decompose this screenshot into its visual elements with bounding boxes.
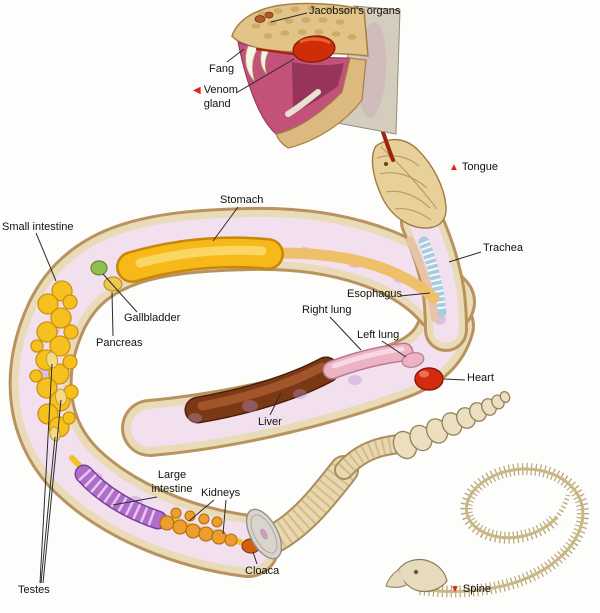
leader-stomach	[212, 206, 239, 242]
leader-right-lung	[329, 316, 362, 351]
label-tongue: ▲ Tongue	[449, 161, 498, 175]
leader-testes-3	[40, 436, 56, 584]
heart-organ	[414, 367, 444, 391]
open-mouth-head-illustration	[231, 2, 401, 149]
leader-venom-gland	[235, 58, 295, 94]
label-cloaca: Cloaca	[245, 565, 280, 577]
leader-jacobsons-organs	[270, 12, 308, 23]
label-large-intestine: Large intestine	[142, 469, 202, 497]
lower-jaw	[275, 57, 367, 149]
label-left-lung: Left lung	[357, 329, 400, 341]
spine-marker-icon: ▼	[450, 584, 460, 595]
leader-lines	[35, 12, 482, 584]
leader-heart	[443, 378, 466, 381]
label-trachea: Trachea	[483, 242, 523, 254]
rattle-illustration	[392, 391, 511, 460]
leader-testes-1	[39, 363, 53, 584]
esophagus-strand	[266, 247, 440, 304]
venom-gland-marker-icon: ◀	[193, 85, 201, 96]
leader-kidneys-1	[188, 499, 215, 522]
venom-gland-organ	[292, 35, 336, 63]
large-intestine-text: Large intestine	[151, 469, 193, 495]
liver-organ	[184, 356, 340, 424]
leader-liver	[269, 392, 282, 416]
eye	[384, 162, 388, 166]
head-scales	[251, 5, 357, 40]
venom-gland-text: Venom gland	[203, 84, 238, 110]
label-spine: ▼ Spine	[450, 583, 491, 597]
label-pancreas: Pancreas	[96, 337, 143, 349]
leader-esophagus	[399, 292, 431, 297]
skeleton-illustration	[385, 463, 589, 598]
leader-fang	[226, 48, 245, 63]
leader-left-lung	[381, 340, 407, 358]
tail-cut-cross-section	[245, 508, 283, 560]
tongue-text: Tongue	[461, 161, 498, 173]
skeleton-tail-tip	[554, 494, 571, 520]
label-jacobsons-organs: Jacobson's organs	[309, 5, 401, 17]
label-fang: Fang	[209, 63, 235, 75]
jacobsons-organs-organ	[254, 11, 274, 23]
venom-duct	[255, 47, 295, 56]
left-lung-organ	[401, 352, 425, 368]
tongue-marker-icon: ▲	[449, 162, 459, 173]
gallbladder-organ	[90, 260, 108, 276]
label-small-intestine: Small intestine	[2, 221, 74, 233]
label-esophagus: Esophagus	[347, 288, 403, 300]
spine-skeleton	[419, 467, 585, 593]
leader-testes-2	[42, 399, 62, 584]
leader-pancreas	[111, 291, 114, 337]
leader-gallbladder	[102, 273, 138, 313]
label-right-lung: Right lung	[302, 304, 352, 316]
label-venom-gland: ◀ Venom gland	[193, 84, 248, 112]
esophagus-organ	[406, 236, 439, 322]
label-heart: Heart	[467, 372, 494, 384]
tail-illustration	[257, 434, 409, 555]
glottis	[285, 89, 321, 117]
stomach-organ	[116, 236, 284, 283]
leader-small-intestine	[35, 232, 57, 282]
leader-cloaca	[252, 551, 258, 565]
spine-text: Spine	[462, 583, 492, 595]
trachea-organ	[418, 236, 447, 318]
large-intestine-organ	[74, 464, 168, 530]
leader-large-intestine	[112, 496, 158, 506]
leader-trachea	[448, 251, 482, 263]
label-liver: Liver	[258, 416, 282, 428]
label-stomach: Stomach	[220, 194, 264, 206]
pancreas-organ	[103, 276, 123, 292]
label-gallbladder: Gallbladder	[124, 312, 181, 324]
leader-kidneys-2	[222, 499, 227, 535]
skull	[385, 558, 448, 593]
label-testes: Testes	[18, 584, 50, 596]
label-kidneys: Kidneys	[201, 487, 241, 499]
tongue-head-illustration	[366, 108, 447, 229]
